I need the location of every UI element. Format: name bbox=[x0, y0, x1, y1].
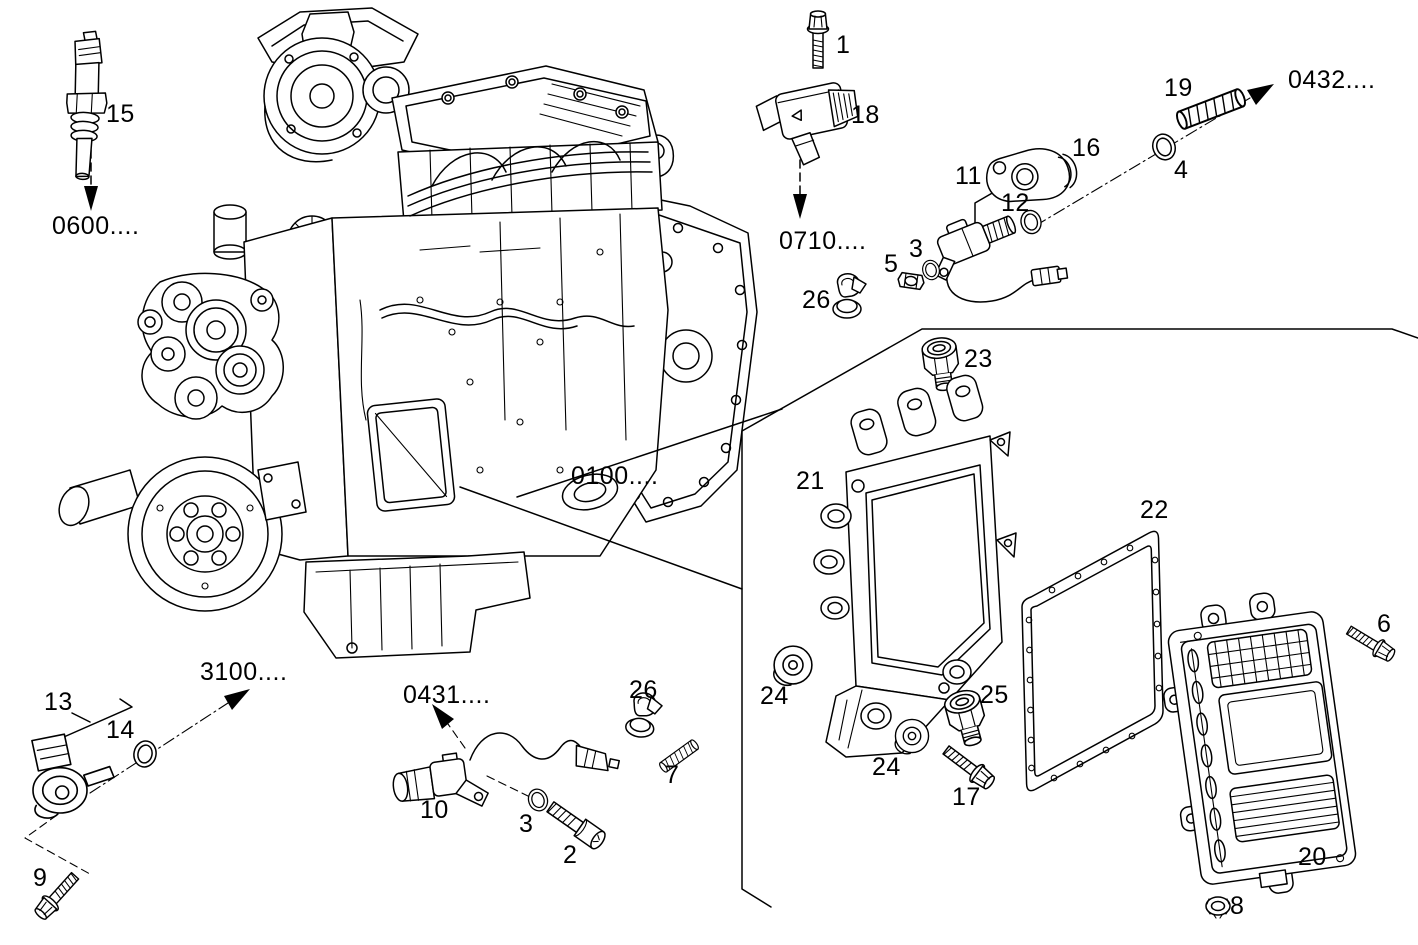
callout-17-hex-flange-bolt: 17 bbox=[952, 783, 981, 811]
callout-18-boost-pressure-sensor: 18 bbox=[851, 101, 880, 129]
arrow-0432-head bbox=[1247, 84, 1274, 105]
callout-7-threaded-stud: 7 bbox=[665, 761, 680, 789]
part-18-boost-pressure-sensor bbox=[755, 82, 859, 166]
callout-6-hex-flange-bolt: 6 bbox=[1377, 610, 1392, 638]
part-20-engine-control-unit bbox=[1163, 592, 1357, 894]
part-1-hex-flange-bolt bbox=[806, 10, 830, 69]
arrow-0710-head bbox=[793, 194, 807, 219]
callout-21-ecu-support-plate: 21 bbox=[796, 467, 825, 495]
part-16-sensor-bracket bbox=[986, 148, 1078, 203]
part-14-seal-ring bbox=[130, 738, 160, 770]
arrow-0600-head bbox=[84, 186, 98, 211]
part-5-nut bbox=[897, 271, 925, 291]
part-22-gasket bbox=[1021, 530, 1164, 792]
detail-panel-boundary bbox=[459, 328, 1418, 908]
part-21-ecu-support-plate bbox=[813, 374, 1017, 758]
callout-9-hex-flange-bolt: 9 bbox=[33, 864, 48, 892]
part-8-flange-nut bbox=[1205, 896, 1231, 919]
callout-19-threaded-stud: 19 bbox=[1164, 74, 1193, 102]
callout-10-crankshaft-speed-sensor: 10 bbox=[420, 796, 449, 824]
reference-label-3100: 3100.... bbox=[200, 658, 288, 686]
engine-illustration bbox=[58, 7, 758, 659]
part-3-seal-ring-upper bbox=[919, 257, 943, 283]
reference-label-0432: 0432.... bbox=[1288, 66, 1376, 94]
callout-24-rubber-grommet: 24 bbox=[872, 753, 901, 781]
callout-4-seal-ring: 4 bbox=[1174, 156, 1189, 184]
callout-24-rubber-grommet: 24 bbox=[760, 682, 789, 710]
part-2-socket-bolt bbox=[546, 801, 606, 850]
callout-16-sensor-bracket: 16 bbox=[1072, 134, 1101, 162]
reference-label-0431: 0431.... bbox=[403, 681, 491, 709]
part-26-cable-clamp-upper bbox=[832, 273, 867, 319]
part-24-grommet-left bbox=[773, 645, 813, 687]
part-11-camshaft-sensor bbox=[934, 215, 1069, 303]
reference-label-0600: 0600.... bbox=[52, 212, 140, 240]
arrow-0431-head bbox=[432, 704, 454, 729]
callout-25-screw-plug: 25 bbox=[980, 681, 1009, 709]
callout-5-nut: 5 bbox=[884, 250, 899, 278]
callout-26-cable-clamp: 26 bbox=[802, 286, 831, 314]
arrow-3100-head bbox=[224, 689, 250, 710]
callout-3-seal-ring: 3 bbox=[909, 235, 924, 263]
part-13-speed-sensor bbox=[31, 733, 115, 819]
callout-22-gasket: 22 bbox=[1140, 496, 1169, 524]
part-10-crankshaft-speed-sensor bbox=[392, 732, 620, 807]
callout-20-engine-control-unit: 20 bbox=[1298, 843, 1327, 871]
callout-1-hex-flange-bolt: 1 bbox=[836, 31, 851, 59]
part-15-temperature-sensor bbox=[66, 30, 108, 181]
reference-label-0710: 0710.... bbox=[779, 227, 867, 255]
callout-2-socket-bolt: 2 bbox=[563, 841, 578, 869]
callout-14-seal-ring: 14 bbox=[106, 716, 135, 744]
reference-label-0100: 0100.... bbox=[571, 462, 659, 490]
callout-12-seal-ring: 12 bbox=[1001, 189, 1030, 217]
callout-8-flange-nut: 8 bbox=[1230, 892, 1245, 920]
callout-11-camshaft-sensor-assembly: 11 bbox=[955, 162, 982, 190]
callout-3-seal-ring: 3 bbox=[519, 810, 534, 838]
callout-13-speed-sensor-assembly: 13 bbox=[44, 688, 73, 716]
callout-26-cable-clamp: 26 bbox=[629, 676, 658, 704]
callout-23-screw-plug: 23 bbox=[964, 345, 993, 373]
callout-15-temperature-sensor: 15 bbox=[106, 100, 135, 128]
